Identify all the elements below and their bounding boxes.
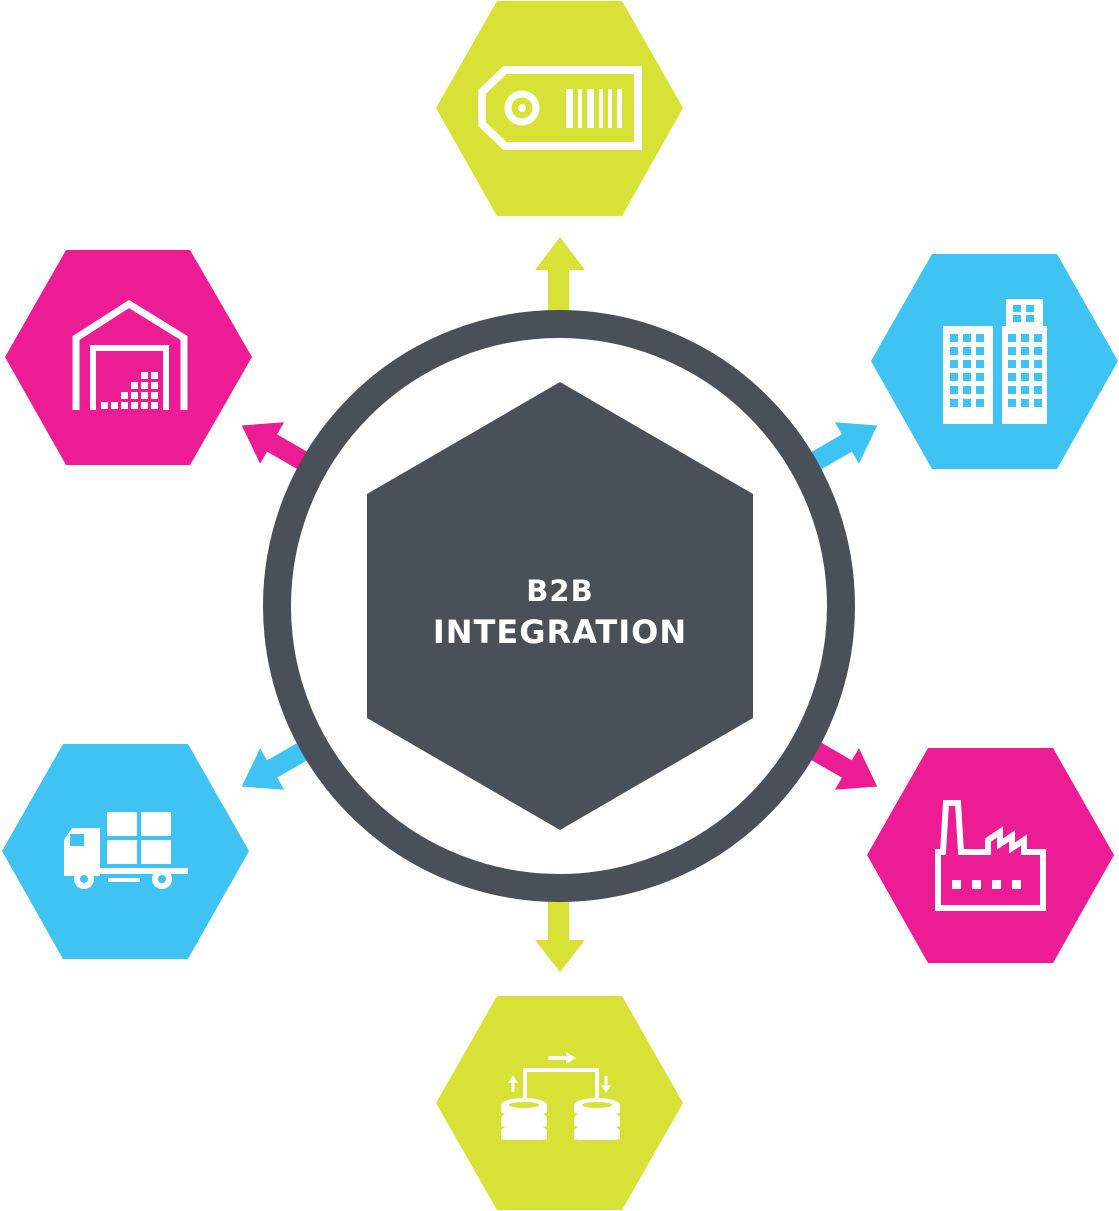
- arrow-lower-left: [241, 741, 311, 790]
- window: [1013, 315, 1021, 322]
- database-top: [509, 1102, 539, 1108]
- storage-box: [151, 382, 158, 389]
- database-disk-edge: [500, 1139, 548, 1144]
- window: [1021, 373, 1029, 381]
- window: [1034, 347, 1042, 355]
- delivery-truck-icon: [64, 812, 188, 889]
- window: [976, 386, 984, 394]
- hub-title-line1: B2B: [526, 574, 593, 608]
- hub-core-hexagon: [367, 382, 753, 830]
- window: [1008, 347, 1016, 355]
- window: [950, 373, 958, 381]
- window: [963, 334, 971, 342]
- storage-box: [141, 382, 148, 389]
- storage-box: [141, 392, 148, 399]
- window: [950, 360, 958, 368]
- window: [950, 347, 958, 355]
- window: [1021, 399, 1029, 407]
- storage-box: [151, 372, 158, 379]
- window: [976, 373, 984, 381]
- window: [1021, 334, 1029, 342]
- right-building-windows: [1008, 334, 1042, 407]
- window: [976, 399, 984, 407]
- price-tag-barcode-icon: [478, 66, 642, 150]
- storage-box: [141, 372, 148, 379]
- window: [950, 399, 958, 407]
- node-bottom: [436, 996, 683, 1210]
- factory-windows: [952, 880, 1021, 889]
- arrow-bottom: [535, 896, 585, 972]
- database-sync-icon: [500, 1052, 621, 1144]
- window: [963, 360, 971, 368]
- storage-box: [151, 402, 158, 409]
- database-disk-body: [501, 1131, 547, 1140]
- node-top: [436, 1, 683, 216]
- storage-box: [141, 402, 148, 409]
- storage-box: [131, 392, 138, 399]
- window: [950, 386, 958, 394]
- node-upper-right: [871, 254, 1118, 469]
- top-tower-windows: [1013, 305, 1034, 322]
- window: [963, 399, 971, 407]
- window: [976, 360, 984, 368]
- storage-box: [131, 382, 138, 389]
- database-top: [582, 1102, 612, 1108]
- database-disk-body: [574, 1118, 620, 1127]
- arrow-upper-left: [241, 422, 310, 471]
- hub-title-line2: INTEGRATION: [433, 613, 687, 651]
- window: [1026, 305, 1034, 312]
- window: [1034, 373, 1042, 381]
- storage-box: [121, 402, 128, 409]
- barcode-lines: [566, 89, 622, 128]
- database-disk-body: [501, 1105, 547, 1114]
- window: [1026, 315, 1034, 322]
- window: [1034, 334, 1042, 342]
- database-disk-body: [574, 1105, 620, 1114]
- window: [1034, 399, 1042, 407]
- database-disk-body: [574, 1131, 620, 1140]
- database-disk-edge: [573, 1139, 621, 1144]
- node-lower-right: [867, 748, 1114, 963]
- window: [1021, 386, 1029, 394]
- storage-box: [121, 392, 128, 399]
- office-buildings-icon: [943, 299, 1047, 424]
- node-lower-left: [2, 744, 249, 959]
- storage-box: [111, 402, 118, 409]
- window: [963, 386, 971, 394]
- window: [1008, 386, 1016, 394]
- window: [1008, 373, 1016, 381]
- database-disk-body: [501, 1118, 547, 1127]
- window: [1008, 360, 1016, 368]
- storage-box: [151, 392, 158, 399]
- arrow-upper-right: [809, 422, 878, 471]
- window: [976, 347, 984, 355]
- arrow-top: [535, 237, 585, 314]
- storage-box: [101, 402, 108, 409]
- window: [963, 347, 971, 355]
- left-building-windows: [950, 334, 984, 407]
- window: [1034, 360, 1042, 368]
- window: [1021, 347, 1029, 355]
- storage-box: [131, 402, 138, 409]
- window: [1008, 334, 1016, 342]
- window: [1008, 399, 1016, 407]
- factory-icon: [935, 800, 1046, 911]
- hub-ring: [263, 310, 855, 902]
- window: [950, 334, 958, 342]
- window: [963, 373, 971, 381]
- node-upper-left: [5, 250, 252, 465]
- window: [1034, 386, 1042, 394]
- window: [976, 334, 984, 342]
- arrow-lower-right: [809, 741, 878, 790]
- window: [1013, 305, 1021, 312]
- database-left: [500, 1098, 548, 1144]
- warehouse-icon: [72, 299, 188, 410]
- warehouse-boxes: [101, 372, 158, 409]
- window: [1021, 360, 1029, 368]
- database-right: [573, 1098, 621, 1144]
